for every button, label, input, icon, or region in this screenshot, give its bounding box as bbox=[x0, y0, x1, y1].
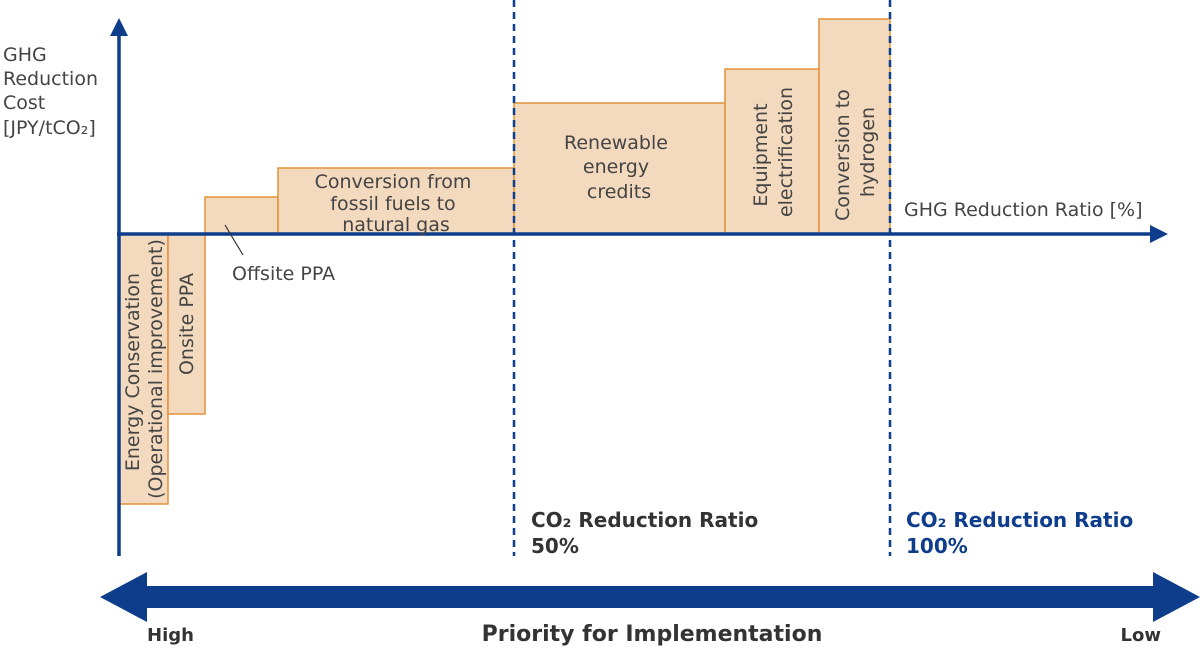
priority-high-label: High bbox=[147, 625, 194, 646]
y-axis-label: GHG Reduction Cost [JPY/tCO₂] bbox=[3, 44, 104, 139]
milestone-50-label: CO₂ Reduction Ratio 50% bbox=[531, 508, 765, 558]
label-electrification: Equipment electrification bbox=[750, 87, 797, 217]
label-hydrogen: Conversion to hydrogen bbox=[832, 83, 879, 221]
label-fossil-to-gas: Conversion from fossil fuels to natural … bbox=[315, 171, 478, 236]
x-axis-arrow-icon bbox=[1150, 225, 1168, 243]
priority-double-arrow-icon bbox=[100, 572, 1200, 622]
priority-low-label: Low bbox=[1121, 625, 1161, 646]
block-renewable-credits bbox=[513, 102, 726, 235]
label-energy-conservation: Energy Conservation (Operational improve… bbox=[122, 239, 167, 499]
label-onsite-ppa: Onsite PPA bbox=[176, 273, 198, 375]
x-axis-label: GHG Reduction Ratio [%] bbox=[904, 199, 1143, 221]
milestone-100-label: CO₂ Reduction Ratio 100% bbox=[906, 508, 1140, 558]
block-electrification bbox=[724, 68, 820, 235]
priority-title: Priority for Implementation bbox=[482, 622, 823, 647]
block-energy-conservation bbox=[118, 233, 169, 505]
y-axis-arrow-icon bbox=[110, 18, 128, 36]
offsite-ppa-leader-line bbox=[224, 224, 244, 256]
label-renewable-credits: Renewable energy credits bbox=[564, 132, 674, 203]
block-fossil-to-gas bbox=[277, 167, 515, 235]
block-onsite-ppa bbox=[167, 233, 206, 415]
block-hydrogen bbox=[818, 18, 891, 235]
block-offsite-ppa bbox=[204, 196, 279, 235]
measure-blocks bbox=[118, 18, 891, 505]
label-offsite-ppa: Offsite PPA bbox=[232, 263, 335, 285]
